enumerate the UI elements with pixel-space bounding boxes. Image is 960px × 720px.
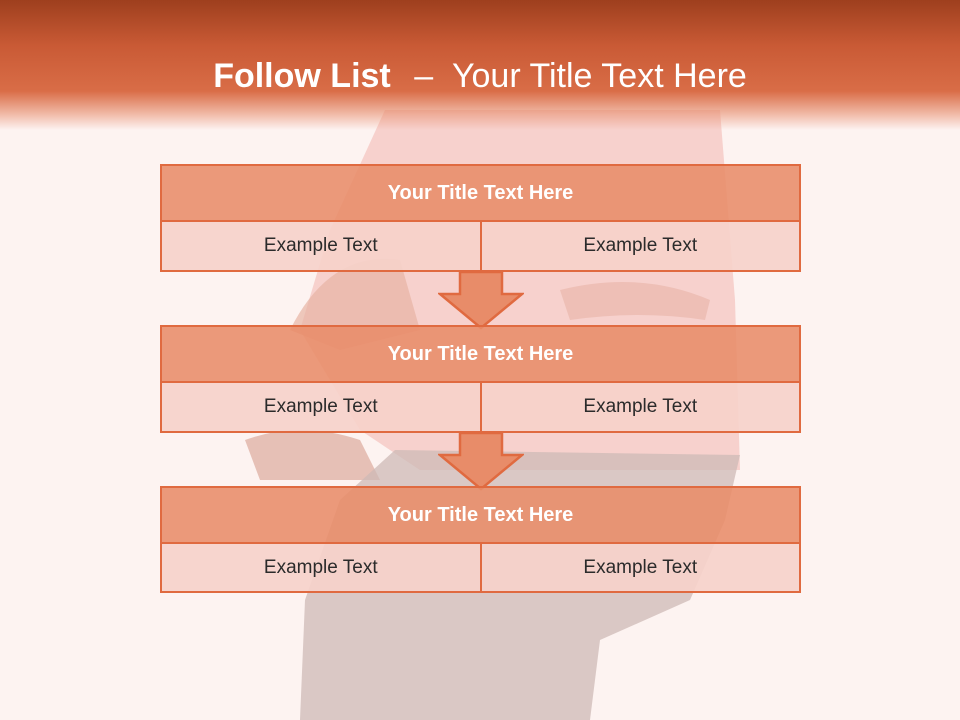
down-arrow-icon [438, 270, 524, 330]
list-block-3: Your Title Text Here Example Text Exampl… [160, 486, 801, 593]
block-cell-right: Example Text [479, 383, 799, 431]
slide-title: Follow List – Your Title Text Here [0, 52, 960, 100]
block-cell-left: Example Text [162, 222, 480, 270]
title-rest: Your Title Text Here [451, 57, 747, 95]
block-title: Your Title Text Here [162, 488, 799, 544]
block-cell-left: Example Text [162, 383, 480, 431]
header-band [0, 0, 960, 130]
block-cell-left: Example Text [162, 544, 480, 591]
block-row: Example Text Example Text [162, 222, 799, 270]
title-bold: Follow List [213, 57, 391, 95]
block-cell-right: Example Text [479, 544, 799, 591]
block-cell-right: Example Text [479, 222, 799, 270]
block-title: Your Title Text Here [162, 327, 799, 383]
down-arrow-icon [438, 431, 524, 491]
title-separator: – [414, 57, 434, 95]
block-title: Your Title Text Here [162, 166, 799, 222]
list-block-1: Your Title Text Here Example Text Exampl… [160, 164, 801, 272]
list-block-2: Your Title Text Here Example Text Exampl… [160, 325, 801, 433]
block-row: Example Text Example Text [162, 383, 799, 431]
block-row: Example Text Example Text [162, 544, 799, 591]
